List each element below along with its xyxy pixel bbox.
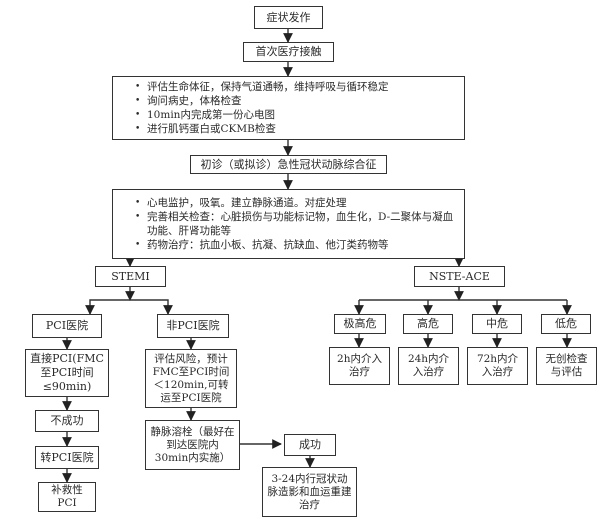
node-initial-management: 心电监护，吸氧。建立静脉通道。对症处理 完善相关检查：心脏损伤与功能标记物，血生… [112, 189, 465, 259]
node-success-label: 成功 [299, 438, 321, 451]
node-transfer-pci-label: 转PCI医院 [40, 450, 94, 464]
node-acs-diagnosis-label: 初诊（或拟诊）急性冠状动脉综合征 [200, 157, 377, 171]
node-non-pci-hospital: 非PCI医院 [157, 314, 229, 338]
node-tx-mid-label: 72h内介入治疗 [476, 353, 519, 378]
node-fail: 不成功 [35, 410, 99, 432]
node-risk-mid-label: 中危 [486, 317, 508, 330]
node-transfer-pci: 转PCI医院 [35, 446, 99, 469]
initial-step: 询问病史，体格检查 [135, 94, 389, 108]
initial-step: 10min内完成第一份心电图 [135, 108, 389, 122]
arrow-stemi-to-nonpci [130, 299, 173, 315]
node-risk-high-label: 高危 [417, 317, 439, 330]
management-step: 完善相关检查：心脏损伤与功能标记物，血生化，D-二聚体与凝血功能、肝肾功能等 [135, 210, 454, 238]
node-assess-risk: 评估风险，预计FMC至PCI时间＜120min,可转运至PCI医院 [145, 349, 237, 408]
node-thrombolysis-label: 静脉溶栓（最好在到达医院内30min内实施） [150, 425, 235, 464]
node-tx-high-label: 24h内介入治疗 [407, 353, 450, 378]
node-angiography: 3-24内行冠状动脉造影和血运重建治疗 [262, 467, 357, 517]
arrow-stemi-to-pci [85, 299, 130, 315]
initial-step: 进行肌钙蛋白或CKMB检查 [135, 122, 389, 136]
node-stemi: STEMI [95, 266, 166, 287]
node-first-contact: 首次医疗接触 [243, 42, 334, 62]
initial-step: 评估生命体征，保持气道通畅，维持呼吸与循环稳定 [135, 80, 388, 94]
node-assess-risk-label: 评估风险，预计FMC至PCI时间＜120min,可转运至PCI医院 [152, 352, 230, 404]
node-first-contact-label: 首次医疗接触 [255, 45, 322, 58]
node-tx-high: 24h内介入治疗 [398, 347, 459, 385]
node-direct-pci-label: 直接PCI(FMC至PCI时间≤90min) [30, 352, 104, 393]
node-nste-ace-label: NSTE-ACE [429, 269, 490, 283]
node-initial-assessment: 评估生命体征，保持气道通畅，维持呼吸与循环稳定 询问病史，体格检查 10min内… [112, 76, 465, 140]
node-nste-ace: NSTE-ACE [414, 266, 505, 287]
node-pci-hospital-label: PCI医院 [45, 319, 89, 332]
node-risk-low-label: 低危 [555, 317, 577, 330]
node-risk-very-high-label: 极高危 [343, 317, 377, 330]
management-step: 心电监护，吸氧。建立静脉通道。对症处理 [135, 196, 454, 210]
node-stemi-label: STEMI [111, 269, 150, 283]
node-rescue-pci: 补救性PCI [38, 482, 96, 512]
node-onset-label: 症状发作 [266, 10, 311, 24]
node-tx-mid: 72h内介入治疗 [467, 347, 528, 385]
node-thrombolysis: 静脉溶栓（最好在到达医院内30min内实施） [145, 420, 240, 470]
node-tx-very-high-label: 2h内介入治疗 [337, 353, 382, 378]
management-step: 药物治疗：抗血小板、抗凝、抗缺血、他汀类药物等 [135, 238, 454, 252]
node-tx-low: 无创检查与评估 [536, 347, 597, 385]
node-pci-hospital: PCI医院 [32, 314, 102, 338]
node-fail-label: 不成功 [50, 414, 84, 427]
node-rescue-pci-label: 补救性PCI [51, 484, 83, 509]
node-risk-high: 高危 [403, 314, 453, 334]
node-risk-mid: 中危 [472, 314, 522, 334]
node-acs-diagnosis: 初诊（或拟诊）急性冠状动脉综合征 [190, 155, 387, 174]
node-direct-pci: 直接PCI(FMC至PCI时间≤90min) [25, 349, 109, 397]
node-risk-low: 低危 [541, 314, 591, 334]
node-angiography-label: 3-24内行冠状动脉造影和血运重建治疗 [267, 472, 352, 511]
node-success: 成功 [284, 434, 336, 456]
node-risk-very-high: 极高危 [334, 314, 386, 334]
node-tx-low-label: 无创检查与评估 [545, 353, 588, 378]
node-non-pci-hospital-label: 非PCI医院 [166, 319, 220, 332]
node-tx-very-high: 2h内介入治疗 [329, 347, 390, 385]
node-onset: 症状发作 [254, 6, 323, 29]
